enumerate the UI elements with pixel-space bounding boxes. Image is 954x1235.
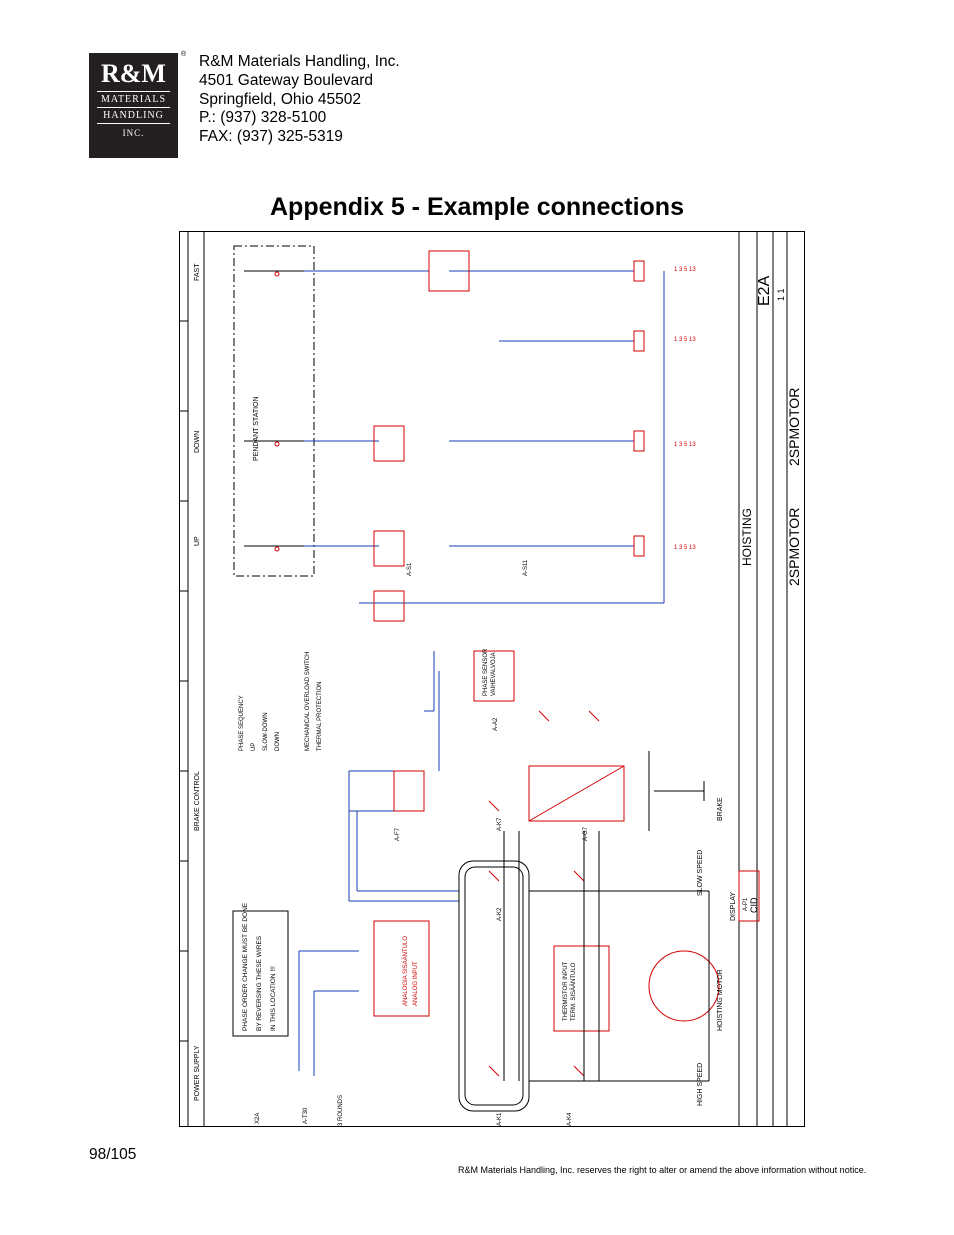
logo-word-handling: HANDLING xyxy=(103,110,164,121)
drawing-number-large: 2SPMOTOR xyxy=(786,388,802,466)
phase-sensor-label: VAIHEVALVOJA xyxy=(491,652,497,696)
logo-word-inc: INC. xyxy=(122,128,145,138)
device-tag: A-T30 xyxy=(303,1107,309,1124)
svg-text:1 3 5 13: 1 3 5 13 xyxy=(674,267,696,273)
company-logo: R&M MATERIALS HANDLING INC. xyxy=(89,53,178,158)
legend-item: DOWN xyxy=(275,732,281,751)
address-line: Springfield, Ohio 45502 xyxy=(199,90,362,108)
device-tag: A-A2 xyxy=(493,717,499,731)
drawing-title: HOISTING xyxy=(740,508,754,566)
slow-speed-label: SLOW SPEED xyxy=(697,850,704,896)
device-tag: A-S11 xyxy=(523,559,529,576)
device-tag: A-S1 xyxy=(407,562,413,576)
device-tag: A-K2 xyxy=(497,907,503,921)
address-line: FAX: (937) 325-5319 xyxy=(199,128,343,146)
legend: PHASE SEQUENCY UP SLOW-DOWN DOWN MECHANI… xyxy=(239,652,323,751)
footer-disclaimer: R&M Materials Handling, Inc. reserves th… xyxy=(458,1165,867,1175)
logo-divider xyxy=(97,91,170,92)
legend-item: SLOW-DOWN xyxy=(263,712,269,751)
device-tag: A-K7 xyxy=(497,817,503,831)
section-power-supply: POWER SUPPLY xyxy=(194,1045,201,1101)
device-tag: A-G7 xyxy=(583,826,589,841)
high-speed-label: HIGH SPEED xyxy=(697,1063,704,1106)
drawing-number: 2SPMOTOR xyxy=(786,508,802,586)
legend-item: UP xyxy=(251,743,257,751)
pendant-station-label: PENDANT STATION xyxy=(253,396,260,461)
logo-word-materials: MATERIALS xyxy=(100,94,167,105)
wiring-diagram: POWER SUPPLY BRAKE CONTROL UP DOWN FAST … xyxy=(179,231,805,1127)
sheet-code: E2A xyxy=(756,275,773,306)
logo-divider xyxy=(97,123,170,124)
address-line: 4501 Gateway Boulevard xyxy=(199,71,374,89)
rounds-note: 3 ROUNDS xyxy=(338,1095,344,1126)
address-line: R&M Materials Handling, Inc. xyxy=(199,53,400,70)
section-brake-control: BRAKE CONTROL xyxy=(194,771,201,831)
svg-text:1 3 5 13: 1 3 5 13 xyxy=(674,337,696,343)
device-tag: A-K4 xyxy=(567,1112,573,1126)
sheet-count: 1 1 xyxy=(776,288,786,301)
legend-item: THERMAL PROTECTION xyxy=(317,682,323,751)
analog-input-label: ANALOG INPUT xyxy=(413,961,419,1006)
phase-note-line: IN THIS LOCATION !!! xyxy=(270,966,277,1031)
display-device-name: CID xyxy=(749,897,759,913)
svg-text:1 3 5 13: 1 3 5 13 xyxy=(674,545,696,551)
phase-note-line: PHASE ORDER CHANGE MUST BE DONE xyxy=(242,902,249,1031)
page-title: Appendix 5 - Example connections xyxy=(270,193,684,221)
display-label: DISPLAY xyxy=(730,892,737,921)
section-down: DOWN xyxy=(194,431,201,453)
registered-mark: ® xyxy=(181,51,187,58)
device-tag: A-K1 xyxy=(497,1112,503,1126)
phase-note-line: BY REVERSING THESE WIRES xyxy=(256,935,263,1031)
analog-input-label: ANALOGIA SISÄÄNTULO xyxy=(402,936,409,1006)
brake-label: BRAKE xyxy=(717,797,724,821)
device-tag: X2A xyxy=(255,1113,261,1124)
thermistor-label: THERMISTOR INPUT xyxy=(563,961,569,1021)
display-device-tag: A-P1 xyxy=(743,897,749,911)
device-tag: A-F7 xyxy=(395,827,401,841)
svg-text:1 3 5 13: 1 3 5 13 xyxy=(674,442,696,448)
logo-mark: R&M xyxy=(101,59,166,88)
hoisting-motor-label: HOISTING MOTOR xyxy=(717,969,724,1031)
section-up: UP xyxy=(194,536,201,546)
section-fast: FAST xyxy=(194,263,201,281)
page-number: 98/105 xyxy=(89,1146,137,1163)
legend-item: MECHANICAL OVERLOAD SWITCH xyxy=(305,652,311,751)
logo-divider xyxy=(97,107,170,108)
address-line: P.: (937) 328-5100 xyxy=(199,109,327,127)
company-address: R&M Materials Handling, Inc. 4501 Gatewa… xyxy=(199,53,400,147)
thermistor-label: TERM. SISÄÄNTULO xyxy=(570,962,577,1021)
phase-sensor-label: PHASE SENSOR xyxy=(483,648,489,696)
legend-item: PHASE SEQUENCY xyxy=(239,695,245,751)
